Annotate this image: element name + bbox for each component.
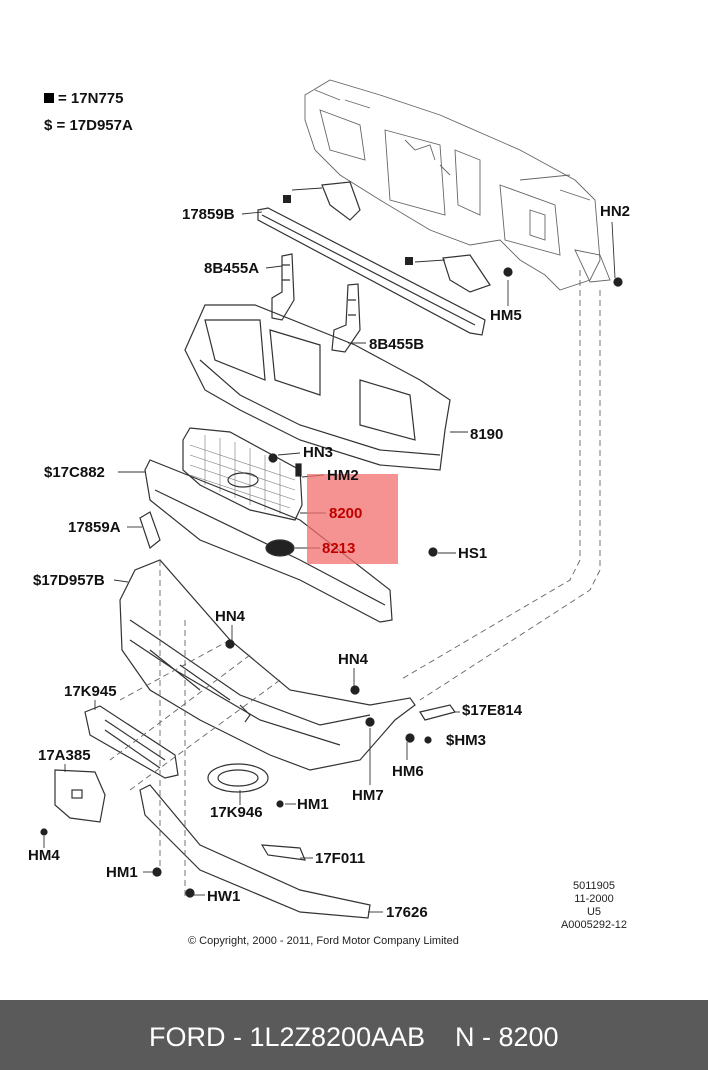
copyright-notice: © Copyright, 2000 - 2011, Ford Motor Com…	[188, 935, 459, 947]
callout-HM1-middle: HM1	[297, 796, 329, 813]
bracket-17E814-drawing	[419, 704, 456, 721]
assembly-guide-lines	[109, 270, 601, 900]
callout-17D957B: $17D957B	[33, 572, 105, 589]
callout-HN4-right: HN4	[338, 651, 369, 668]
callout-8190: 8190	[470, 426, 504, 443]
legend-17D957A-text: = 17D957A	[56, 117, 133, 134]
drawing-ref-date: 11-2000	[574, 893, 614, 905]
callout-HM1-lower: HM1	[106, 864, 138, 881]
insert-17K945-drawing	[84, 705, 179, 779]
square-icon	[44, 93, 54, 103]
callout-17C882: $17C882	[44, 464, 105, 481]
callout-17859A: 17859A	[68, 519, 121, 536]
legend-17D957A: $ = 17D957A	[44, 117, 133, 134]
bumper-cover-17D957B-drawing	[119, 559, 416, 771]
license-bracket-17A385-drawing	[54, 769, 106, 823]
valance-17626-drawing	[139, 784, 371, 919]
fastener-marks	[40, 195, 623, 898]
callout-17859B: 17859B	[182, 206, 235, 223]
callout-8213: 8213	[322, 540, 356, 557]
fascia-17C882-drawing	[144, 459, 393, 623]
bracket-17859A-drawing	[139, 511, 161, 550]
callout-HN2: HN2	[600, 203, 631, 220]
callout-HM3: $HM3	[446, 732, 487, 749]
drawing-reference-block: 5011905 11-2000 U5 A0005292-12	[560, 880, 628, 932]
callout-17A385: 17A385	[38, 747, 91, 764]
exploded-parts-diagram	[40, 79, 623, 919]
callout-HM2: HM2	[327, 467, 359, 484]
callout-HN4-upper: HN4	[215, 608, 246, 625]
dollar-symbol: $	[44, 117, 53, 134]
callout-17K946: 17K946	[210, 804, 263, 821]
bracket-17F011-drawing	[260, 844, 306, 861]
callout-HS1: HS1	[458, 545, 488, 562]
legend-17N775-text: = 17N775	[58, 90, 124, 107]
callout-HM5: HM5	[490, 307, 522, 324]
callout-17F011: 17F011	[315, 850, 366, 867]
callout-HM6: HM6	[392, 763, 424, 780]
grille-opening-panel-8190-drawing	[184, 304, 451, 471]
bracket-8B455A-drawing	[271, 253, 295, 321]
callout-HN3: HN3	[303, 444, 334, 461]
highlight-box-8200-8213	[307, 474, 398, 564]
callout-8200: 8200	[329, 505, 363, 522]
grille-8200-drawing	[182, 427, 303, 521]
callout-HM4: HM4	[28, 847, 60, 864]
footer-bar: FORD - 1L2Z8200AAB N - 8200	[0, 1000, 708, 1070]
radiator-support-drawing	[304, 79, 611, 291]
footer-reference: N - 8200	[455, 1022, 559, 1052]
bracket-8B455B-drawing	[331, 283, 361, 353]
legend-17N775: = 17N775	[44, 90, 123, 107]
callout-17626: 17626	[386, 904, 428, 921]
cross-member-17859B-drawing	[257, 207, 486, 336]
drawing-ref-code: U5	[586, 906, 602, 918]
drawing-ref-number: 5011905	[572, 880, 615, 892]
insert-17K946-drawing	[207, 763, 269, 793]
callout-17K945: 17K945	[64, 683, 117, 700]
callout-8B455A: 8B455A	[204, 260, 260, 277]
drawing-ref-id: A0005292-12	[560, 919, 628, 931]
leader-lines	[43, 187, 616, 913]
callout-HM7: HM7	[352, 787, 384, 804]
upper-brackets-drawing	[321, 181, 491, 293]
callout-17E814: $17E814	[462, 702, 523, 719]
footer-part-number: FORD - 1L2Z8200AAB	[149, 1022, 426, 1052]
callout-HW1: HW1	[207, 888, 241, 905]
callout-8B455B: 8B455B	[369, 336, 425, 353]
